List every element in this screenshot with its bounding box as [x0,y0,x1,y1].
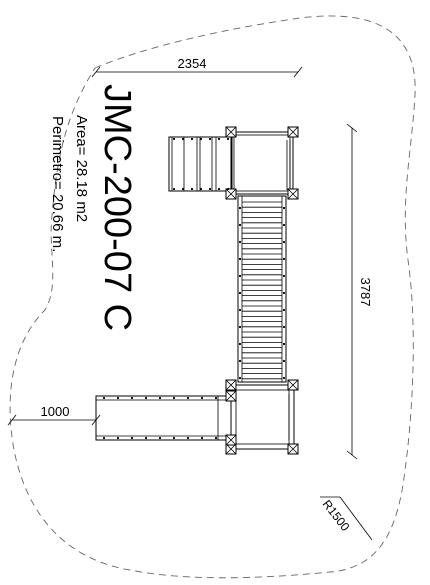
bolt-dot [116,436,120,440]
bolt-dot [282,325,286,329]
bottom-tower [230,384,295,450]
post [287,188,299,200]
bolt-dot [190,187,194,191]
bolt-dot [226,137,230,141]
dimension-width-label: 2354 [178,56,207,71]
bolt-dot [238,223,242,227]
post [287,443,299,455]
post [225,434,237,446]
bolt-dot [158,436,162,440]
bolt-dot [186,396,190,400]
bolt-dot [282,308,286,312]
bolt-dot [102,396,106,400]
post [225,188,237,200]
bolt-dot [238,206,242,210]
safety-zone-boundary [9,15,416,579]
bolt-dot [238,240,242,244]
bolt-dot [282,240,286,244]
radius-annotation: R1500 [320,496,373,541]
bolt-dot [282,359,286,363]
bolt-dot [190,137,194,141]
bolt-dot [238,291,242,295]
bolt-dot [116,396,120,400]
bolt-dot [238,342,242,346]
bolt-dot [282,376,286,380]
post [225,379,237,391]
bolt-dot [282,223,286,227]
bolt-dot [238,325,242,329]
bolt-dot [214,436,218,440]
post [287,379,299,391]
bolt-dot [282,342,286,346]
bolt-dot [130,436,134,440]
radius-label: R1500 [320,497,353,534]
bolt-dot [282,274,286,278]
bolt-dot [238,376,242,380]
perimeter-label: Perimetro= 20.66 m. [49,116,66,252]
post [287,126,299,138]
bolt-dot [282,206,286,210]
bolt-dot [200,436,204,440]
bolt-dot [208,137,212,141]
bolt-dot [144,436,148,440]
bolt-dot [181,187,185,191]
area-label: Area= 28.18 m2 [73,115,90,222]
bolt-dot [199,187,203,191]
bridge [237,195,287,383]
bolt-dot [172,137,176,141]
bolt-dot [217,137,221,141]
slide [95,395,232,441]
bolt-dot [172,436,176,440]
dimension-slide: 1000 [7,404,101,426]
bolt-dot [208,187,212,191]
bolt-dot [238,308,242,312]
bolt-dot [186,436,190,440]
posts [225,126,299,455]
bolt-dot [226,187,230,191]
bolt-dot [282,291,286,295]
bolt-dot [130,396,134,400]
bolt-dot [102,436,106,440]
top-step-deck [168,136,233,192]
bolt-dot [238,257,242,261]
bolt-dot [172,187,176,191]
bolt-dot [181,137,185,141]
bolt-dot [158,396,162,400]
post [225,390,237,402]
bolt-dot [238,359,242,363]
dimension-height-label: 3787 [358,278,373,307]
model-title: JMC-200-07 C [96,84,138,331]
dimension-height: 3787 [346,123,373,460]
bolt-dot [200,396,204,400]
dimension-slide-label: 1000 [41,404,70,419]
bolt-dot [172,396,176,400]
dimension-width: 2354 [91,56,303,78]
bolt-dot [199,137,203,141]
bolt-dot [214,396,218,400]
bolt-dot [217,187,221,191]
post [225,126,237,138]
bolt-dot [238,274,242,278]
bolts [102,137,286,440]
bolt-dot [144,396,148,400]
bolt-dot [282,257,286,261]
top-tower [230,131,294,195]
